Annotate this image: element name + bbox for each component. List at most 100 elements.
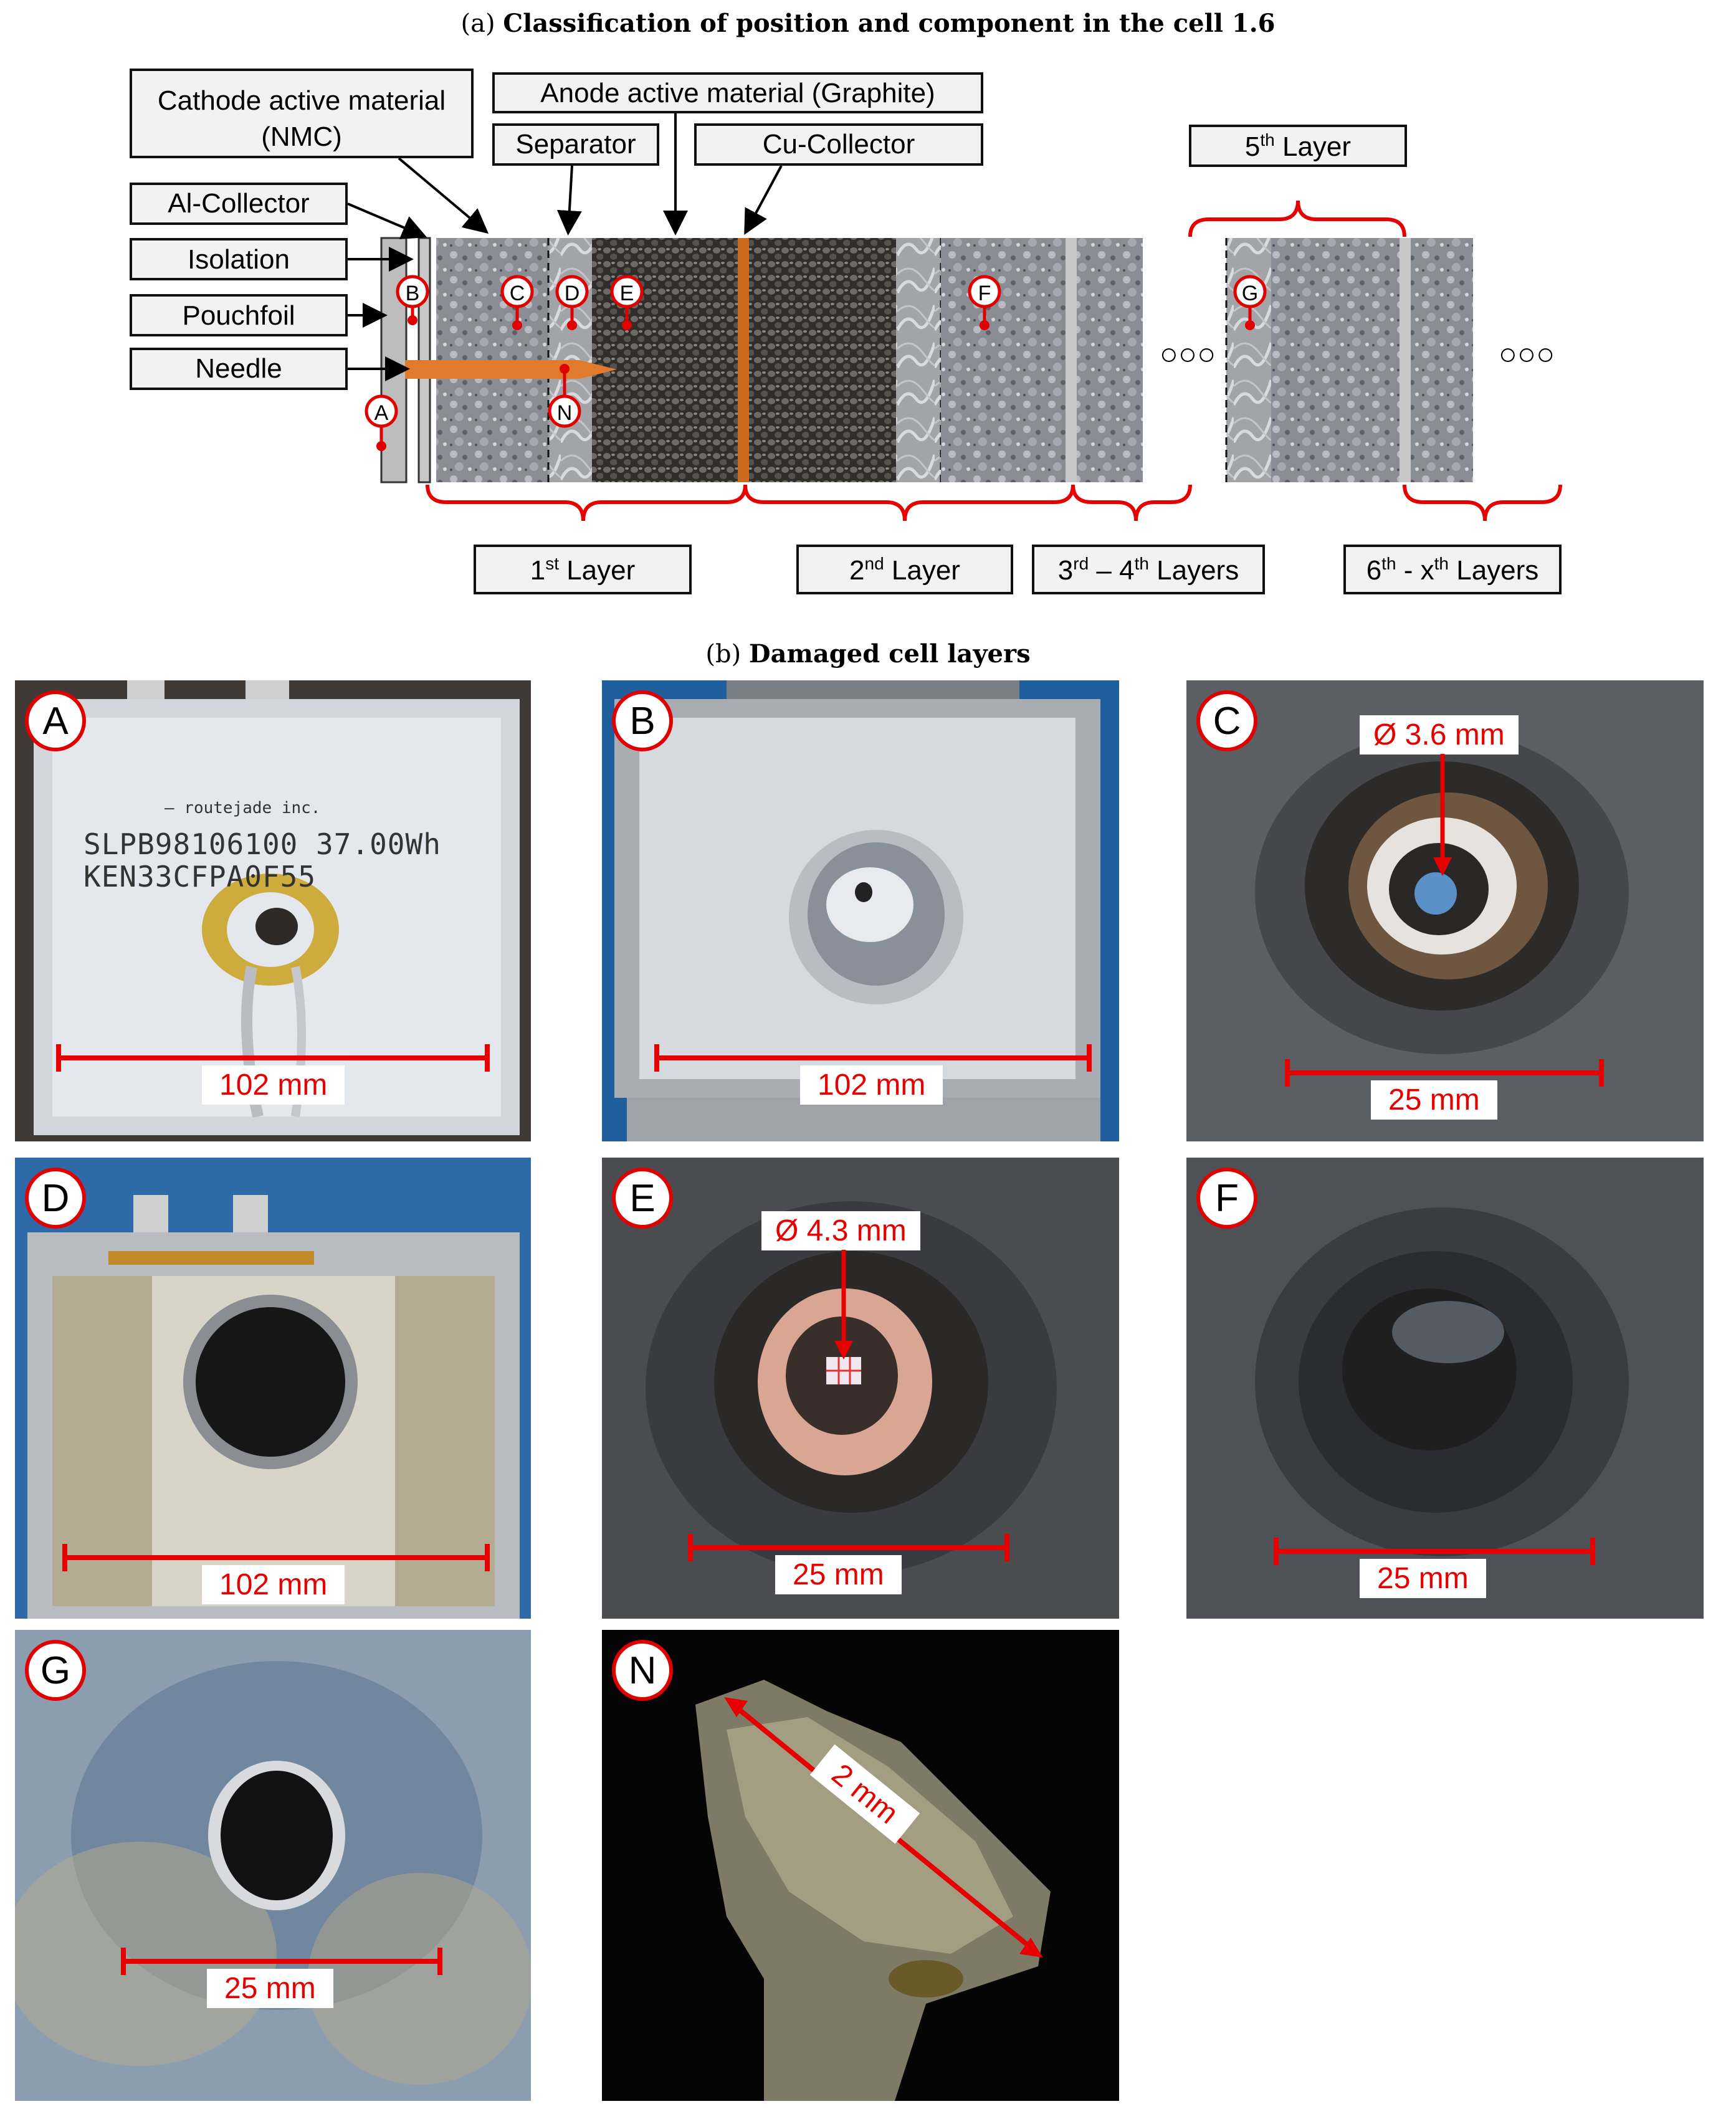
label-6th-x-layers: 6th - xth Layers xyxy=(1366,554,1539,586)
photo-a-badge: A xyxy=(25,690,86,751)
photo-n: N 2 mm xyxy=(602,1630,1119,2101)
photo-e-diameter-arrow xyxy=(834,1250,853,1359)
photo-c-badge: C xyxy=(1196,690,1257,751)
title-b-text: Damaged cell layers xyxy=(748,639,1031,669)
label-box-6thx xyxy=(1343,545,1562,594)
marker-E: E xyxy=(610,275,644,330)
label-box-pouchfoil xyxy=(130,294,348,336)
anode-2 xyxy=(749,238,896,482)
photo-g-badge: G xyxy=(25,1640,86,1701)
al-collector-5 xyxy=(1400,238,1411,482)
photo-c: C Ø 3.6 mm 25 mm xyxy=(1186,680,1704,1141)
label-box-1st xyxy=(474,545,692,594)
label-pouchfoil: Pouchfoil xyxy=(182,300,295,331)
photo-a: — routejade inc. SLPB98106100 37.00Wh KE… xyxy=(15,680,531,1141)
marker-F: F xyxy=(968,275,1001,330)
photo-c-art xyxy=(1255,730,1629,1054)
label-needle: Needle xyxy=(195,353,282,384)
marker-A: A xyxy=(365,394,398,451)
photo-f-scale-bar xyxy=(1274,1538,1595,1565)
photo-e-scale-label: 25 mm xyxy=(775,1555,902,1594)
title-a-text: Classification of position and component… xyxy=(503,9,1276,38)
photo-n-scale-arrow xyxy=(724,1697,1043,1958)
photo-a-print-line1: SLPB98106100 37.00Wh xyxy=(83,827,441,861)
photo-d: D 102 mm xyxy=(15,1158,531,1619)
svg-text:A: A xyxy=(374,401,389,425)
photo-a-print-line2: KEN33CFPA0F55 xyxy=(83,860,317,893)
arrow-cu xyxy=(744,165,783,236)
photo-e-scale-bar xyxy=(688,1534,1009,1561)
marker-G: G xyxy=(1233,275,1267,330)
photo-c-scale-bar xyxy=(1285,1059,1604,1087)
label-box-5th xyxy=(1189,125,1407,167)
brace-1st xyxy=(426,484,747,521)
anode-1 xyxy=(592,238,738,482)
brace-5th xyxy=(1188,200,1406,237)
label-5th-layer: 5th Layer xyxy=(1245,130,1351,162)
photo-g: G 25 mm xyxy=(15,1630,531,2101)
title-a: (a) Classification of position and compo… xyxy=(0,9,1736,38)
label-box-3rd4th xyxy=(1032,545,1265,594)
marker-C: C xyxy=(500,275,534,330)
svg-text:F: F xyxy=(978,282,991,305)
separator-2 xyxy=(896,238,941,482)
label-cathode-line2: (NMC) xyxy=(261,121,342,152)
label-box-2nd xyxy=(796,545,1013,594)
brace-3rd4th xyxy=(1071,484,1192,521)
photo-d-art xyxy=(27,1195,520,1619)
cell-diagram: ○○○ ○○○ Cathode active material (NMC) An… xyxy=(130,69,1562,594)
svg-text:G: G xyxy=(1242,282,1258,305)
label-3rd-4th-layers: 3rd – 4th Layers xyxy=(1058,554,1239,586)
photo-c-scale-label: 25 mm xyxy=(1371,1080,1497,1120)
photo-c-diameter-arrow xyxy=(1433,754,1452,876)
brace-2nd xyxy=(743,484,1075,521)
label-box-separator xyxy=(492,123,659,166)
photo-b-scale-label: 102 mm xyxy=(800,1065,943,1105)
label-1st-layer: 1st Layer xyxy=(530,554,636,586)
photo-a-scale-bar xyxy=(56,1044,490,1072)
marker-D: D xyxy=(555,275,589,330)
arrow-cathode xyxy=(398,157,489,234)
photo-b-art xyxy=(614,680,1100,1141)
title-b: (b) Damaged cell layers xyxy=(0,639,1736,669)
photo-e: E Ø 4.3 mm 25 mm xyxy=(602,1158,1119,1619)
photo-d-scale-bar xyxy=(62,1544,490,1571)
needle-shape xyxy=(405,360,617,379)
cathode-2 xyxy=(941,238,1066,482)
cathode-3 xyxy=(1077,238,1143,482)
photo-f-scale-label: 25 mm xyxy=(1360,1559,1486,1598)
title-b-prefix: (b) xyxy=(705,640,742,669)
photo-e-art xyxy=(646,1201,1057,1575)
photo-n-art xyxy=(695,1680,1051,2101)
label-box-anode xyxy=(492,72,983,113)
marker-B: B xyxy=(396,275,429,325)
svg-text:B: B xyxy=(406,282,420,305)
title-a-prefix: (a) xyxy=(460,9,495,38)
separator-5 xyxy=(1226,238,1271,482)
label-box-cu xyxy=(694,123,983,166)
photo-f-art xyxy=(1255,1207,1629,1556)
photo-a-art xyxy=(34,680,520,1135)
label-cu-collector: Cu-Collector xyxy=(763,129,915,159)
photo-b: B 102 mm xyxy=(602,680,1119,1141)
label-isolation: Isolation xyxy=(188,244,290,275)
photo-f: F 25 mm xyxy=(1186,1158,1704,1619)
al-collector-2 xyxy=(1066,238,1077,482)
label-separator: Separator xyxy=(515,129,636,159)
photo-g-scale-label: 25 mm xyxy=(207,1969,333,2008)
marker-N: N xyxy=(548,364,581,428)
photo-b-scale-bar xyxy=(654,1044,1092,1072)
svg-text:E: E xyxy=(620,282,634,305)
cathode-6 xyxy=(1411,238,1473,482)
photo-e-badge: E xyxy=(612,1168,673,1229)
ellipsis-1: ○○○ xyxy=(1160,336,1216,371)
label-box-cathode xyxy=(130,69,474,158)
svg-text:N: N xyxy=(557,401,573,425)
label-box-needle xyxy=(130,348,348,390)
photo-f-badge: F xyxy=(1196,1168,1257,1229)
label-cathode-line1: Cathode active material xyxy=(158,85,446,116)
svg-text:D: D xyxy=(565,282,580,305)
label-al-collector: Al-Collector xyxy=(168,188,309,219)
photo-a-scale-label: 102 mm xyxy=(202,1065,345,1105)
label-2nd-layer: 2nd Layer xyxy=(849,554,960,586)
